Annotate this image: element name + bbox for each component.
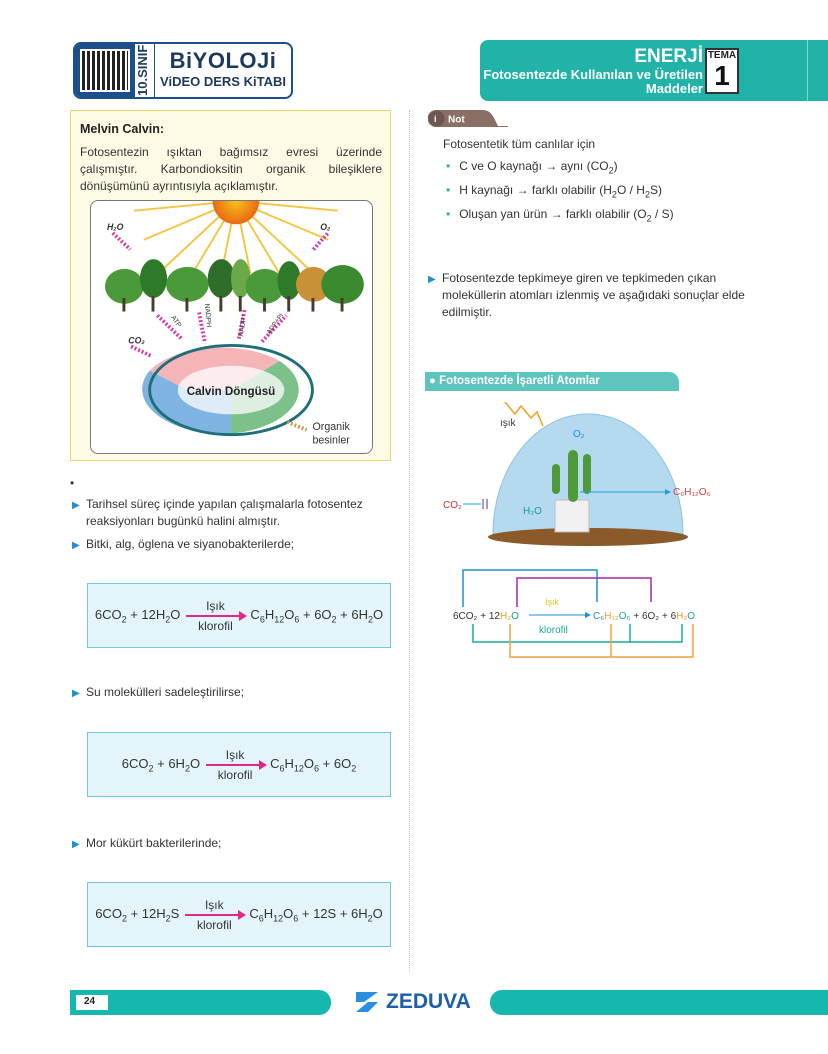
section-header: ● Fotosentezde İşaretli Atomlar bbox=[425, 372, 679, 391]
organic-label: Organik bbox=[312, 421, 350, 433]
publisher-logo: ZEDUVA bbox=[354, 990, 471, 1014]
o2-label: O₂ bbox=[573, 429, 585, 440]
tema-label: TEMA bbox=[707, 50, 737, 61]
qr-code[interactable] bbox=[75, 44, 135, 97]
o2-label: O₂ bbox=[320, 222, 331, 232]
paragraph-text: Su molekülleri sadeleştirilirse; bbox=[86, 685, 245, 699]
flow-arrows bbox=[111, 231, 330, 358]
atoms-products: C₆H₁₂O₆ + 6O₂ + 6H₂O bbox=[593, 611, 695, 622]
glucose-label: C₆H₁₂O₆ bbox=[673, 487, 711, 498]
page-number: 24 bbox=[76, 995, 108, 1010]
note-icon bbox=[428, 110, 445, 127]
calvin-cycle-label: Calvin Döngüsü bbox=[187, 385, 275, 398]
tema-number: 1 bbox=[714, 60, 730, 91]
column-divider bbox=[409, 110, 410, 972]
zeduva-logo-icon bbox=[356, 992, 378, 1012]
equation-lhs: 6CO2 + 12H2S bbox=[95, 905, 180, 924]
paragraph-text: Tarihsel süreç içinde yapılan çalışmalar… bbox=[86, 497, 363, 528]
paragraph-text: Mor kükürt bakterilerinde; bbox=[86, 836, 222, 850]
unit-title: ENERJİ bbox=[634, 46, 703, 67]
footer-bar-right bbox=[490, 990, 828, 1015]
nutrients-label: besinler bbox=[312, 434, 350, 446]
bullet-dot: • bbox=[70, 476, 75, 490]
paragraph-history: ▶Tarihsel süreç içinde yapılan çalışmala… bbox=[72, 497, 363, 528]
paragraph-text: Bitki, alg, öglena ve siyanobakterilerde… bbox=[86, 537, 295, 551]
equation-lhs: 6CO2 + 6H2O bbox=[121, 755, 201, 774]
atom-tracking-arrows bbox=[462, 569, 694, 658]
footer-bar-left: 24 bbox=[70, 990, 331, 1015]
paragraph-sulfur: ▶Mor kükürt bakterilerinde; bbox=[72, 836, 222, 850]
note-label: Not bbox=[448, 115, 465, 126]
co2-label: CO₂ bbox=[443, 500, 462, 511]
section-title: Fotosentezde İşaretli Atomlar bbox=[439, 375, 600, 387]
book-subtitle: ViDEO DERS KiTABI bbox=[160, 74, 286, 89]
calvin-text: Fotosentezin ışıktan bağımsız evresi üze… bbox=[80, 145, 382, 193]
paragraph-atoms: ▶Fotosentezde tepkimeye giren ve tepkime… bbox=[428, 271, 745, 319]
atoms-equation: 6CO₂ + 12H₂O bbox=[453, 611, 519, 622]
note-tab: i Not bbox=[428, 110, 508, 127]
calvin-cycle-icon bbox=[142, 343, 314, 437]
note-item: •Oluşan yan ürün → farklı olabilir (O2 /… bbox=[446, 207, 674, 224]
equation-rhs: C6H12O6 + 12S + 6H2O bbox=[249, 905, 383, 924]
nadph-label: NADPH bbox=[203, 303, 212, 327]
grade-label: 10.SINIF bbox=[135, 44, 155, 97]
h2o-label: H₂O bbox=[107, 222, 124, 232]
svg-text:i: i bbox=[434, 114, 437, 124]
equation-rhs: C6H12O6 + 6O2 + 6H2O bbox=[250, 606, 384, 625]
cactus-icon bbox=[552, 450, 591, 502]
paragraph-plants: ▶Bitki, alg, öglena ve siyanobakterilerd… bbox=[72, 537, 295, 551]
h2o-label: H₂O bbox=[523, 506, 542, 517]
trees-icon bbox=[105, 259, 364, 312]
book-title: BiYOLOJi bbox=[169, 48, 277, 73]
note-item: •H kaynağı → farklı olabilir (H2O / H2S) bbox=[446, 183, 662, 200]
logo-text: ZEDUVA bbox=[386, 990, 471, 1013]
topic-title: Fotosentezde Kullanılan ve Üretilen Madd… bbox=[483, 67, 703, 96]
equation-lhs: 6CO2 + 12H2O bbox=[94, 606, 181, 625]
paragraph-text: Fotosentezde tepkimeye giren ve tepkimed… bbox=[442, 271, 745, 319]
light-icon bbox=[504, 401, 544, 427]
co2-label: CO₂ bbox=[128, 336, 145, 346]
labeled-atoms-diagram: ışık O₂ CO₂ H₂O C₆H₁₂O₆ 6CO₂ + 12H₂O Işı… bbox=[443, 401, 711, 658]
eq-klorofil-label: klorofil bbox=[539, 625, 568, 636]
calvin-box: Melvin Calvin: Fotosentezin ışıktan bağı… bbox=[70, 110, 391, 461]
note-intro: Fotosentetik tüm canlılar için bbox=[443, 137, 596, 151]
note-item: •C ve O kaynağı → aynı (CO2) bbox=[446, 159, 618, 176]
calvin-illustration: H₂O O₂ CO₂ ATP NADPH NADP⁺ ADP+Pi Calvin… bbox=[90, 200, 373, 454]
calvin-title: Melvin Calvin: bbox=[80, 122, 165, 136]
jar-base bbox=[488, 528, 688, 546]
atp-label: ATP bbox=[169, 314, 182, 329]
eq-light-label: Işık bbox=[545, 597, 560, 607]
equation-rhs: C6H12O6 + 6O2 bbox=[270, 755, 357, 774]
chapter-banner: ENERJİ Fotosentezde Kullanılan ve Üretil… bbox=[480, 40, 828, 101]
adp-label: ADP+Pi bbox=[266, 312, 286, 336]
nadp-label: NADP⁺ bbox=[238, 313, 249, 337]
light-label: ışık bbox=[500, 418, 517, 429]
paragraph-water: ▶Su molekülleri sadeleştirilirse; bbox=[72, 685, 245, 699]
